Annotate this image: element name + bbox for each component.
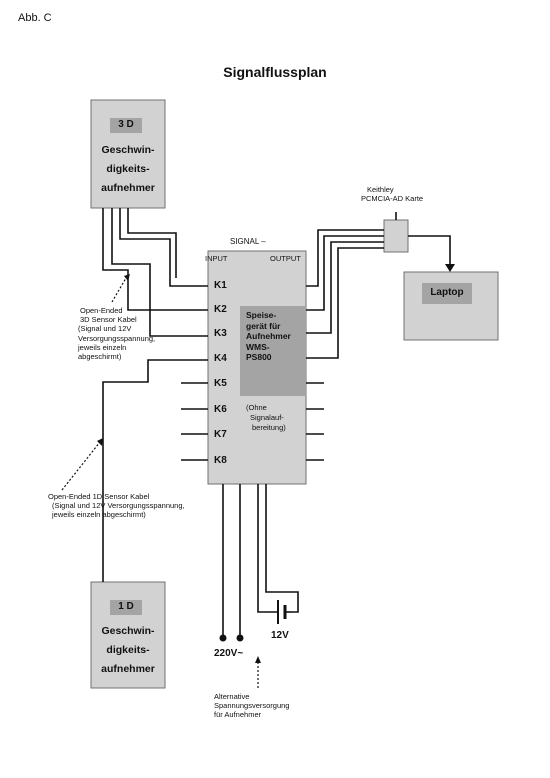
sensor-1d-line-2: digkeits- — [106, 644, 150, 656]
channel-k3: K3 — [214, 328, 227, 339]
power-module-box — [240, 306, 306, 396]
laptop-label-box — [422, 283, 472, 304]
leader-1d-arrow — [97, 438, 103, 446]
mains-label: 220V~ — [214, 648, 244, 659]
channel-k4: K4 — [214, 353, 227, 364]
module-line-3: Aufnehmer — [246, 331, 291, 341]
output-stubs — [306, 382, 324, 461]
cable-1d-line-2: (Signal und 12V Versorgungsspannung, — [52, 501, 185, 511]
leader-alt-arrow — [255, 656, 261, 663]
channel-k1: K1 — [214, 280, 227, 291]
wire-1d-k4 — [102, 359, 208, 582]
laptop-box — [403, 271, 499, 341]
battery-line-2 — [265, 484, 299, 613]
battery-line-1 — [257, 484, 278, 613]
wire-3d-k1 — [119, 208, 208, 287]
laptop-label: Laptop — [430, 287, 464, 298]
page-title: Signalflussplan — [223, 64, 327, 80]
wire-out-k3 — [306, 241, 384, 334]
wire-out-k2 — [306, 235, 384, 311]
sensor-1d-name: Geschwin- digkeits- aufnehmer — [91, 622, 165, 679]
adc-card-box — [383, 219, 409, 253]
alt-supply-line-3: für Aufnehmer — [214, 710, 262, 720]
adc-line-1: Keithley — [367, 185, 394, 194]
power-module-text: Speise- gerät für Aufnehmer WMS- PS800 — [246, 310, 291, 363]
channel-k5: K5 — [214, 378, 227, 389]
alt-supply-annotation: Alternative Spannungsversorgung für Aufn… — [214, 692, 289, 720]
cable-3d-line-2: 3D Sensor Kabel — [80, 315, 137, 325]
module-line-2: gerät für — [246, 320, 281, 331]
mains-terminal-1 — [219, 634, 227, 642]
sensor-3d-name: Geschwin- digkeits- aufnehmer — [91, 141, 165, 198]
module-line-1: Speise- — [246, 310, 277, 320]
cable-3d-line-5: jeweils einzeln — [78, 342, 127, 352]
sensor-1d-box — [90, 581, 166, 689]
cable-3d-line-6: abgeschirmt) — [78, 352, 122, 362]
cable-3d-line-3: (Signal und 12V — [78, 324, 132, 334]
cable-3d-line-1: Open-Ended — [80, 306, 123, 315]
sensor-1d-tag-box — [110, 600, 142, 615]
input-stubs — [181, 382, 208, 461]
leader-3d-arrow — [124, 274, 130, 281]
wire-3d-k3 — [111, 208, 208, 337]
wire-3d-k1b — [127, 208, 177, 278]
note-line-1: (Ohne — [246, 403, 267, 412]
wire-out-k4 — [306, 247, 384, 359]
sensor-3d-line-1: Geschwin- — [101, 144, 155, 156]
channel-k8: K8 — [214, 455, 227, 466]
sensor-1d-line-3: aufnehmer — [101, 663, 155, 675]
channel-k7: K7 — [214, 429, 227, 440]
alt-supply-line-1: Alternative — [214, 692, 250, 701]
output-label: OUTPUT — [270, 254, 301, 263]
sensor-3d-line-2: digkeits- — [106, 163, 150, 175]
cable-3d-annotation: Open-Ended 3D Sensor Kabel (Signal und 1… — [66, 306, 155, 361]
sensor-3d-tag: 3 D — [118, 119, 134, 130]
no-conditioning-note: (Ohne Signalauf- bereitung) — [246, 403, 286, 433]
note-line-3: bereitung) — [252, 423, 286, 432]
cable-3d-line-4: Versorgungsspannung, — [78, 333, 156, 343]
cable-1d-line-1: Open-Ended 1D Sensor Kabel — [48, 492, 150, 501]
wire-out-k1 — [306, 229, 384, 287]
mains-terminal-2 — [236, 634, 244, 642]
cable-1d-annotation: Open-Ended 1D Sensor Kabel (Signal und 1… — [48, 492, 185, 520]
sensor-3d-tag-box — [110, 118, 142, 133]
adc-card-label: Keithley PCMCIA-AD Karte — [361, 185, 423, 203]
leader-3d-cable — [111, 277, 127, 303]
input-label: INPUT — [205, 254, 228, 263]
channel-k6: K6 — [214, 404, 227, 415]
wire-adc-laptop — [408, 235, 451, 266]
arrowhead-laptop — [445, 264, 455, 272]
adc-line-2: PCMCIA-AD Karte — [361, 194, 424, 203]
sensor-3d-line-3: aufnehmer — [101, 182, 155, 194]
sensor-1d-tag: 1 D — [118, 601, 134, 612]
wire-3d-k2 — [102, 208, 208, 311]
alt-supply-line-2: Spannungsversorgung — [214, 701, 290, 711]
signal-label: SIGNAL – — [230, 237, 266, 246]
leader-1d-cable — [61, 441, 101, 491]
figure-label: Abb. C — [18, 12, 52, 24]
channel-k2: K2 — [214, 304, 227, 315]
module-line-4: WMS- — [246, 341, 270, 352]
sensor-1d-line-1: Geschwin- — [101, 625, 155, 637]
battery-label: 12V — [271, 630, 289, 641]
module-line-5: PS800 — [246, 352, 272, 362]
note-line-2: Signalauf- — [250, 413, 284, 422]
cable-1d-line-3: jeweils einzeln abgeschirmt) — [52, 510, 146, 520]
